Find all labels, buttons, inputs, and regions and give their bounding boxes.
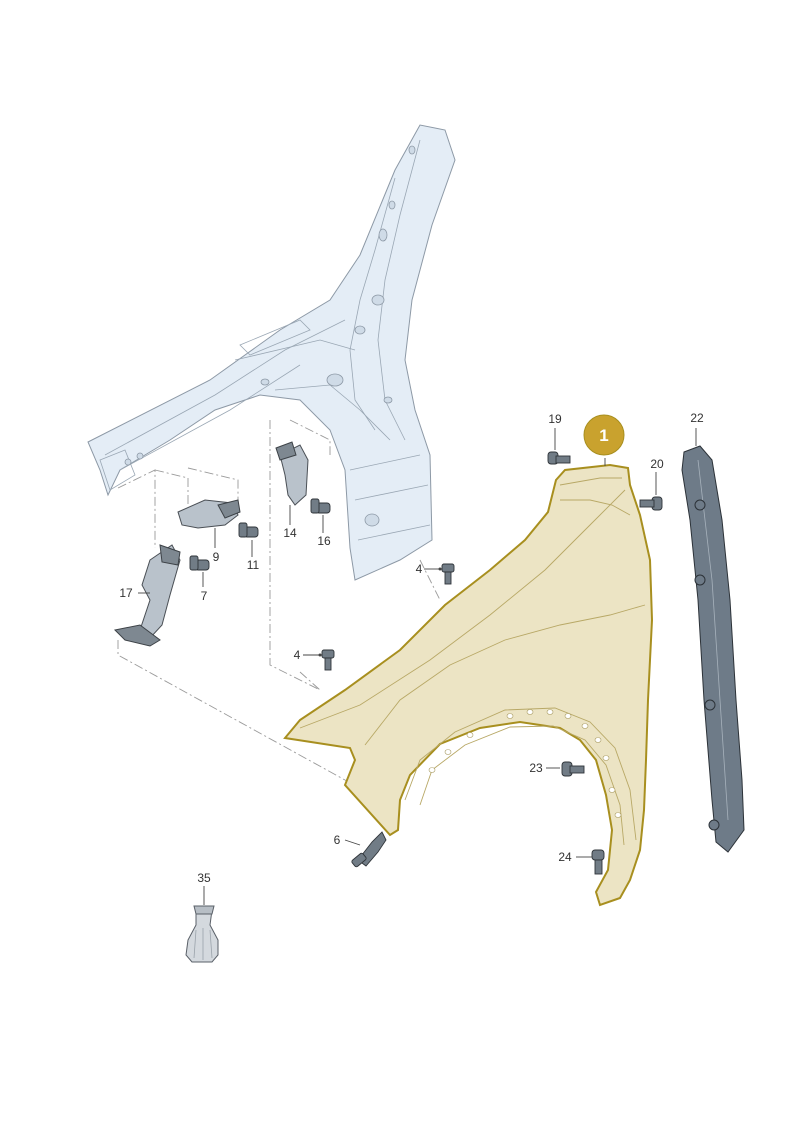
inner-body-structure: [87, 124, 456, 581]
stud-icon: [321, 649, 335, 671]
callout-labels: 1 19 20 22 4 4 17 7 9 11 14 16 6 23 24 3…: [119, 411, 704, 885]
bolt-icon: [189, 555, 210, 571]
callout-11: 11: [247, 558, 260, 572]
callout-20: 20: [650, 457, 664, 471]
callout-9: 9: [213, 550, 220, 564]
fasteners: [189, 451, 663, 875]
stud-icon: [441, 563, 455, 585]
seal-strip: [681, 428, 745, 853]
callout-7: 7: [201, 589, 208, 603]
bolt-icon: [561, 761, 585, 777]
callout-1: 1: [599, 426, 608, 445]
paint-touchup-bottle: [185, 905, 219, 963]
bolt-icon: [639, 496, 663, 511]
bolt-icon: [310, 498, 331, 514]
callout-14: 14: [283, 526, 297, 540]
callout-4-lower: 4: [294, 648, 301, 662]
callout-4-upper: 4: [416, 562, 423, 576]
callout-24: 24: [558, 850, 572, 864]
callout-leaders: [138, 428, 657, 905]
callout-23: 23: [529, 761, 543, 775]
callout-16: 16: [317, 534, 331, 548]
rivet-icon: [351, 831, 387, 868]
callout-35: 35: [197, 871, 211, 885]
main-part-badge: 1: [583, 414, 625, 456]
bolt-icon: [591, 849, 605, 875]
bolt-icon: [547, 451, 571, 465]
callout-19: 19: [548, 412, 562, 426]
bolt-icon: [238, 522, 259, 538]
vertical-bracket: [275, 441, 309, 506]
front-fender: [283, 463, 654, 907]
support-bracket: [113, 544, 181, 647]
callout-22: 22: [690, 411, 704, 425]
callout-6: 6: [334, 833, 341, 847]
small-bracket: [177, 499, 241, 529]
callout-17: 17: [119, 586, 133, 600]
